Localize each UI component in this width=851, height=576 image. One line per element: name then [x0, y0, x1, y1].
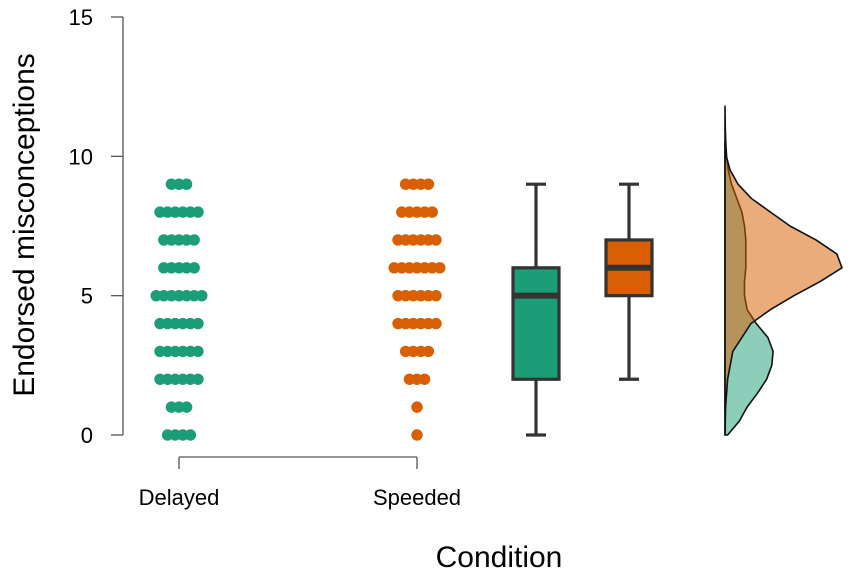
- data-point-delayed: [192, 317, 204, 330]
- points-layer: [150, 178, 446, 441]
- y-tick-label: 15: [69, 5, 93, 30]
- data-point-speeded: [430, 289, 442, 302]
- data-point-delayed: [184, 429, 197, 441]
- x-axis-title: Condition: [436, 541, 563, 574]
- data-point-delayed: [188, 234, 200, 246]
- data-point-delayed: [196, 289, 208, 302]
- y-tick-label: 0: [81, 423, 93, 448]
- density-speeded: [724, 141, 843, 436]
- data-point-delayed: [188, 262, 200, 274]
- data-point-speeded: [411, 401, 423, 413]
- x-tick-label: Delayed: [139, 485, 220, 510]
- data-point-speeded: [430, 234, 442, 246]
- data-point-delayed: [192, 345, 204, 358]
- data-point-speeded: [418, 373, 431, 385]
- data-point-delayed: [180, 401, 193, 413]
- data-point-speeded: [422, 345, 435, 358]
- data-point-speeded: [422, 178, 435, 190]
- x-tick-label: Speeded: [373, 485, 461, 510]
- data-point-speeded: [426, 206, 438, 218]
- boxplot-layer: [511, 182, 654, 437]
- data-point-delayed: [180, 178, 193, 190]
- y-axis-title: Endorsed misconceptions: [8, 53, 41, 397]
- data-point-speeded: [411, 429, 423, 441]
- data-point-speeded: [430, 317, 442, 330]
- data-point-delayed: [192, 206, 204, 218]
- data-point-speeded: [434, 262, 446, 274]
- y-tick-label: 10: [69, 144, 93, 169]
- data-point-delayed: [192, 373, 204, 385]
- density-layer: [724, 105, 843, 436]
- box-delayed: [511, 266, 561, 381]
- y-tick-label: 5: [81, 284, 93, 309]
